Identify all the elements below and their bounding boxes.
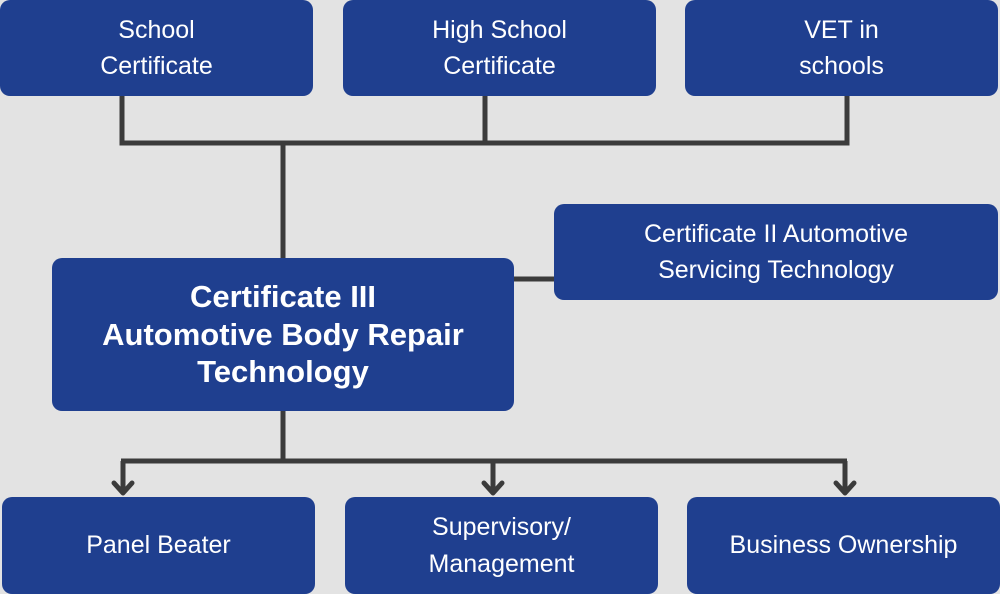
node-high-school-certificate-label: High School Certificate (432, 15, 567, 80)
node-business-ownership: Business Ownership (687, 497, 1000, 594)
node-supervisory-management: Supervisory/ Management (345, 497, 658, 594)
arrow-head-panel (111, 480, 135, 496)
node-supervisory-management-label: Supervisory/ Management (428, 513, 575, 578)
node-school-certificate-label: School Certificate (100, 15, 213, 80)
arrow-head-super (481, 480, 505, 496)
node-school-certificate: School Certificate (0, 0, 313, 96)
node-certificate-iii-label: Certificate III Automotive Body Repair T… (102, 278, 464, 390)
node-high-school-certificate: High School Certificate (343, 0, 656, 96)
node-certificate-ii-label: Certificate II Automotive Servicing Tech… (643, 219, 908, 284)
arrow-head-business (833, 480, 857, 496)
node-certificate-iii: Certificate III Automotive Body Repair T… (52, 258, 514, 411)
node-vet-in-schools-label: VET in schools (799, 15, 884, 80)
node-certificate-ii: Certificate II Automotive Servicing Tech… (554, 204, 998, 300)
node-vet-in-schools: VET in schools (685, 0, 998, 96)
node-panel-beater: Panel Beater (2, 497, 315, 594)
node-panel-beater-label: Panel Beater (86, 531, 231, 560)
node-business-ownership-label: Business Ownership (729, 531, 958, 560)
